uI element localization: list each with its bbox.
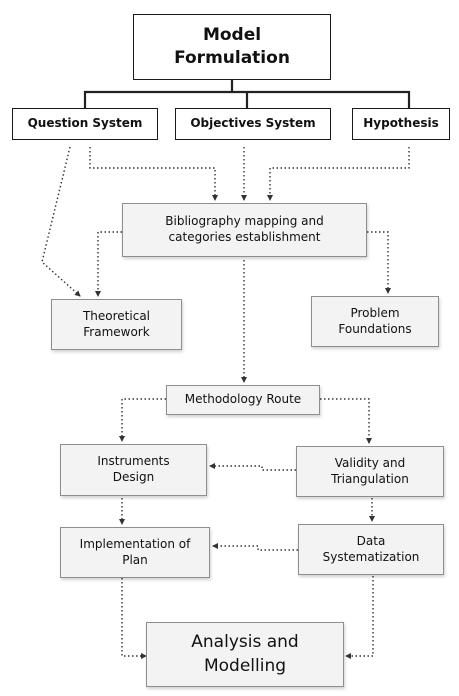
edge-hypothesis-to-bibliography [267,147,410,201]
node-bibliography-mapping-label: Bibliography mapping and categories esta… [165,214,324,244]
node-problem-foundations: Problem Foundations [311,296,439,347]
node-model-formulation: Model Formulation [133,14,331,80]
node-methodology-route: Methodology Route [166,385,320,415]
node-question-system: Question System [12,108,158,140]
edge-systematization-to-analysis [345,576,374,659]
node-instruments-design: Instruments Design [60,444,207,496]
node-validity-triangulation-label: Validity and Triangulation [331,455,409,486]
edge-implementation-to-analysis [121,578,147,659]
edge-methodology-to-instruments [119,398,166,442]
edge-bibliography-to-problem [367,231,391,294]
node-hypothesis: Hypothesis [352,108,450,140]
node-data-systematization-label: Data Systematization [322,533,420,564]
node-implementation-plan-label: Implementation of Plan [79,536,191,567]
node-theoretical-framework: Theoretical Framework [51,299,182,350]
node-analysis-modelling: Analysis and Modelling [146,622,344,687]
node-methodology-route-label: Methodology Route [184,392,302,407]
node-problem-foundations-label: Problem Foundations [338,305,412,336]
node-analysis-modelling-label: Analysis and Modelling [191,631,299,676]
edge-systematization-to-implementation [212,543,298,551]
node-objectives-system-label: Objectives System [190,116,316,131]
node-theoretical-framework-label: Theoretical Framework [82,308,151,339]
edge-methodology-to-validity [320,398,372,444]
node-objectives-system: Objectives System [175,108,331,140]
edge-question-to-theoretical [41,146,81,297]
node-bibliography-mapping: Bibliography mapping and categories esta… [122,203,367,257]
node-model-formulation-label: Model Formulation [174,25,290,68]
node-hypothesis-label: Hypothesis [363,116,439,131]
node-data-systematization: Data Systematization [298,524,444,575]
node-question-system-label: Question System [27,116,143,131]
node-instruments-design-label: Instruments Design [97,454,170,484]
edge-bibliography-to-theoretical [95,231,122,297]
edge-validity-to-instruments [209,463,296,471]
edge-question-to-bibliography [89,147,218,201]
tree-connector [83,80,411,108]
node-implementation-plan: Implementation of Plan [60,527,210,578]
node-validity-triangulation: Validity and Triangulation [296,446,444,497]
